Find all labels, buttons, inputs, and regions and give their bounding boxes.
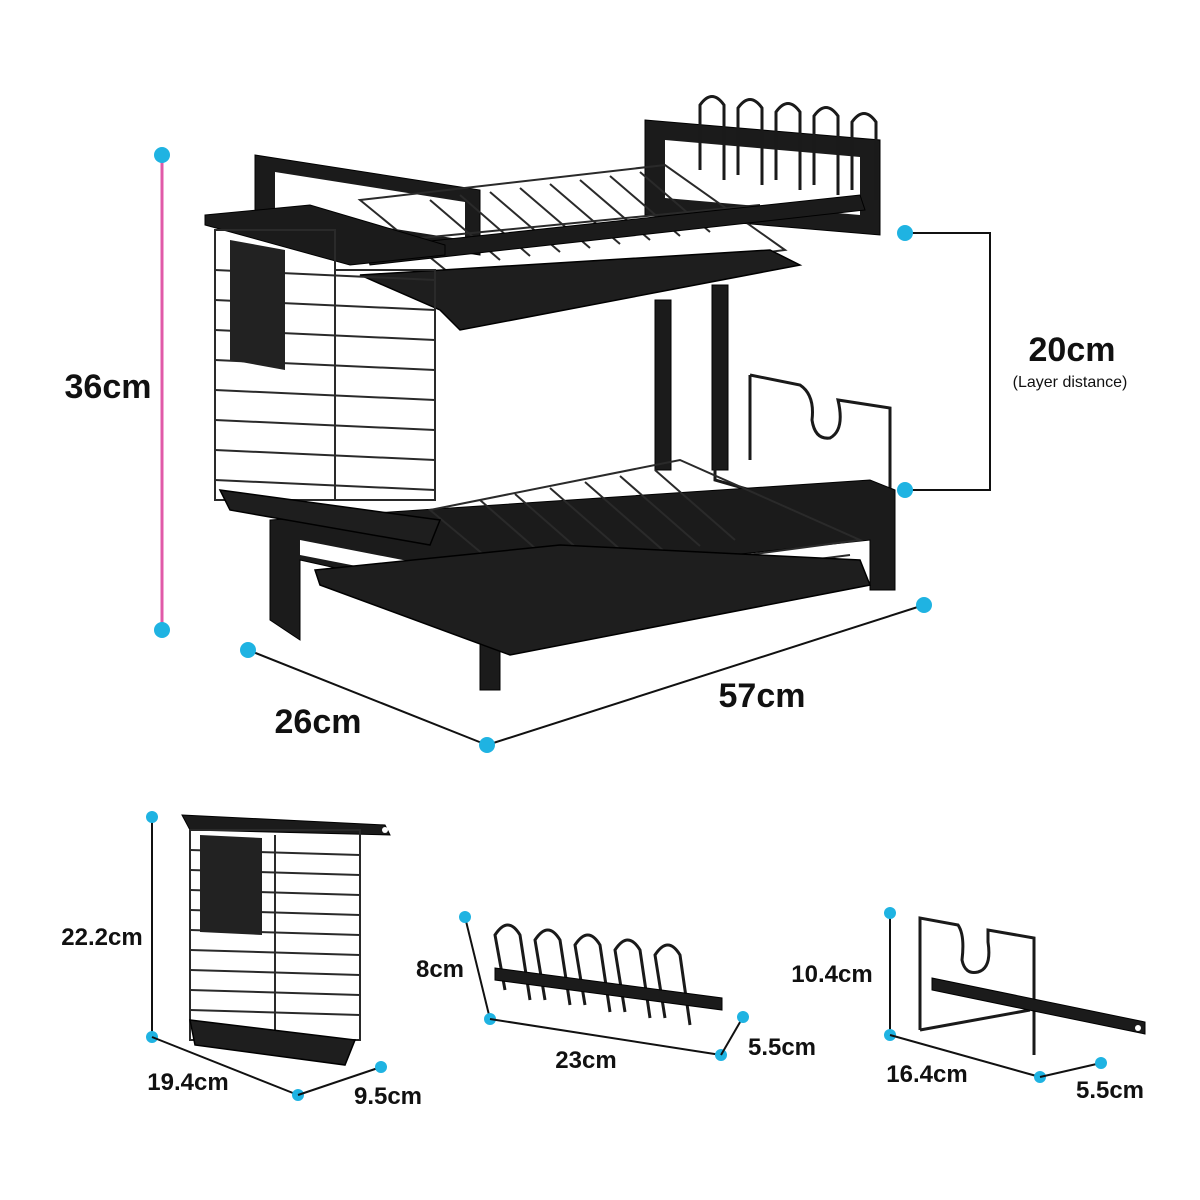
- cup-length-label: 23cm: [555, 1047, 616, 1074]
- lid-depth-label: 5.5cm: [1076, 1077, 1144, 1104]
- cup-holder-illustration: [493, 923, 723, 1026]
- lid-holder-illustration: [918, 916, 1146, 1055]
- main-rack-illustration: [204, 95, 896, 691]
- utensil-height-label: 22.2cm: [61, 924, 142, 951]
- cup-height-label: 8cm: [416, 956, 464, 983]
- upper-drip-tray: [359, 249, 803, 331]
- main-height-dimension: 36cm: [65, 147, 170, 638]
- main-depth-dimension: 26cm: [240, 642, 488, 746]
- utensil-depth-label: 9.5cm: [354, 1083, 422, 1110]
- main-utensil-holder: [204, 204, 446, 546]
- cup-holder-dimensions: 8cm 23cm 5.5cm: [416, 911, 816, 1074]
- upper-cup-hooks: [698, 95, 878, 200]
- main-depth-label: 26cm: [275, 703, 362, 741]
- utensil-holder-illustration: [181, 814, 391, 1066]
- lid-length-label: 16.4cm: [886, 1061, 967, 1088]
- layer-distance-label: 20cm: [1029, 331, 1116, 369]
- upper-dish-rack: [357, 163, 788, 292]
- lid-holder-dimensions: 10.4cm 16.4cm 5.5cm: [791, 907, 1144, 1104]
- main-width-dimension: 57cm: [479, 597, 932, 753]
- utensil-width-label: 19.4cm: [147, 1069, 228, 1096]
- main-height-label: 36cm: [65, 368, 152, 406]
- main-width-label: 57cm: [719, 677, 806, 715]
- cup-depth-label: 5.5cm: [748, 1034, 816, 1061]
- layer-distance-note: (Layer distance): [1013, 374, 1128, 391]
- lower-drip-tray: [313, 544, 872, 656]
- utensil-holder-dimensions: 22.2cm 19.4cm 9.5cm: [61, 811, 422, 1110]
- layer-distance-dimension: 20cm (Layer distance): [897, 225, 1127, 498]
- lid-height-label: 10.4cm: [791, 961, 872, 988]
